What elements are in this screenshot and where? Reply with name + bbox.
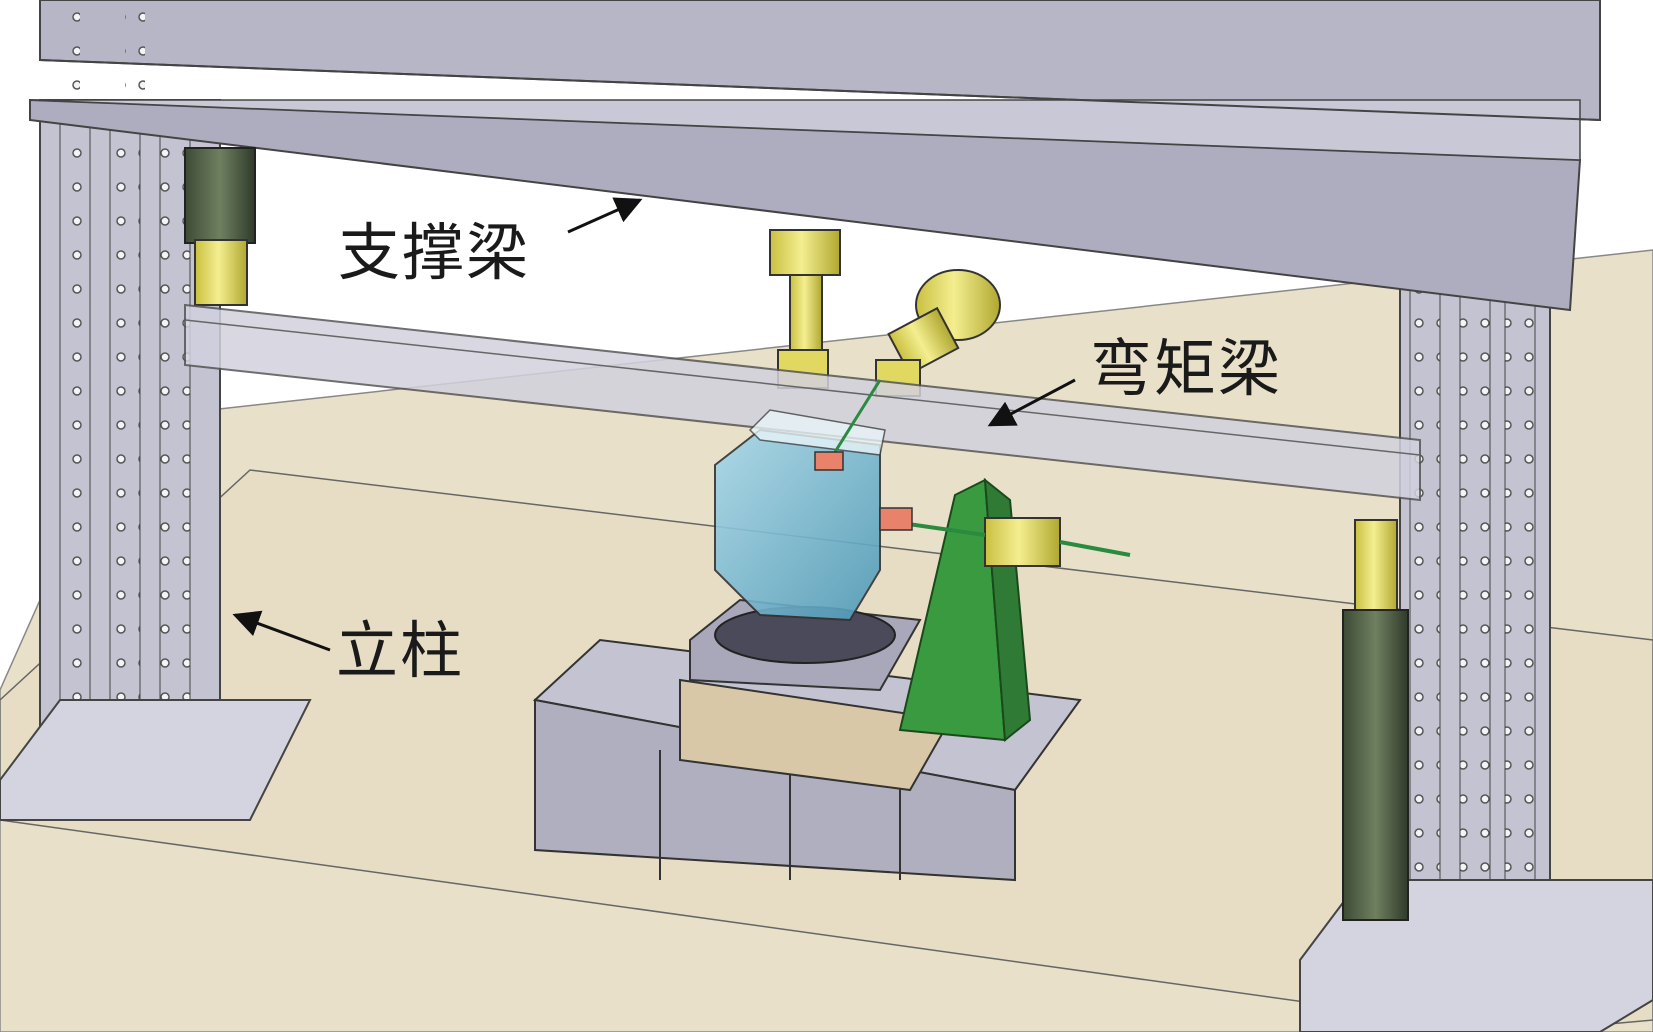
left-column: [0, 99, 312, 821]
arrow-icon: [232, 610, 331, 652]
angled-actuator: [875, 269, 1001, 397]
column-label: 立柱: [336, 614, 465, 687]
water-tank: [714, 409, 886, 622]
moment-beam: [184, 303, 1421, 502]
support-beam: [29, 0, 1601, 312]
test-base: [532, 638, 1082, 882]
horizontal-actuator: [814, 379, 1131, 567]
arrow-icon: [567, 197, 643, 234]
right-actuator: [1342, 519, 1409, 921]
arrow-icon: [987, 378, 1076, 427]
moment-beam-label: 弯矩梁: [1090, 332, 1283, 405]
left-actuator: [184, 147, 256, 306]
support-beam-label: 支撑梁: [338, 216, 531, 289]
